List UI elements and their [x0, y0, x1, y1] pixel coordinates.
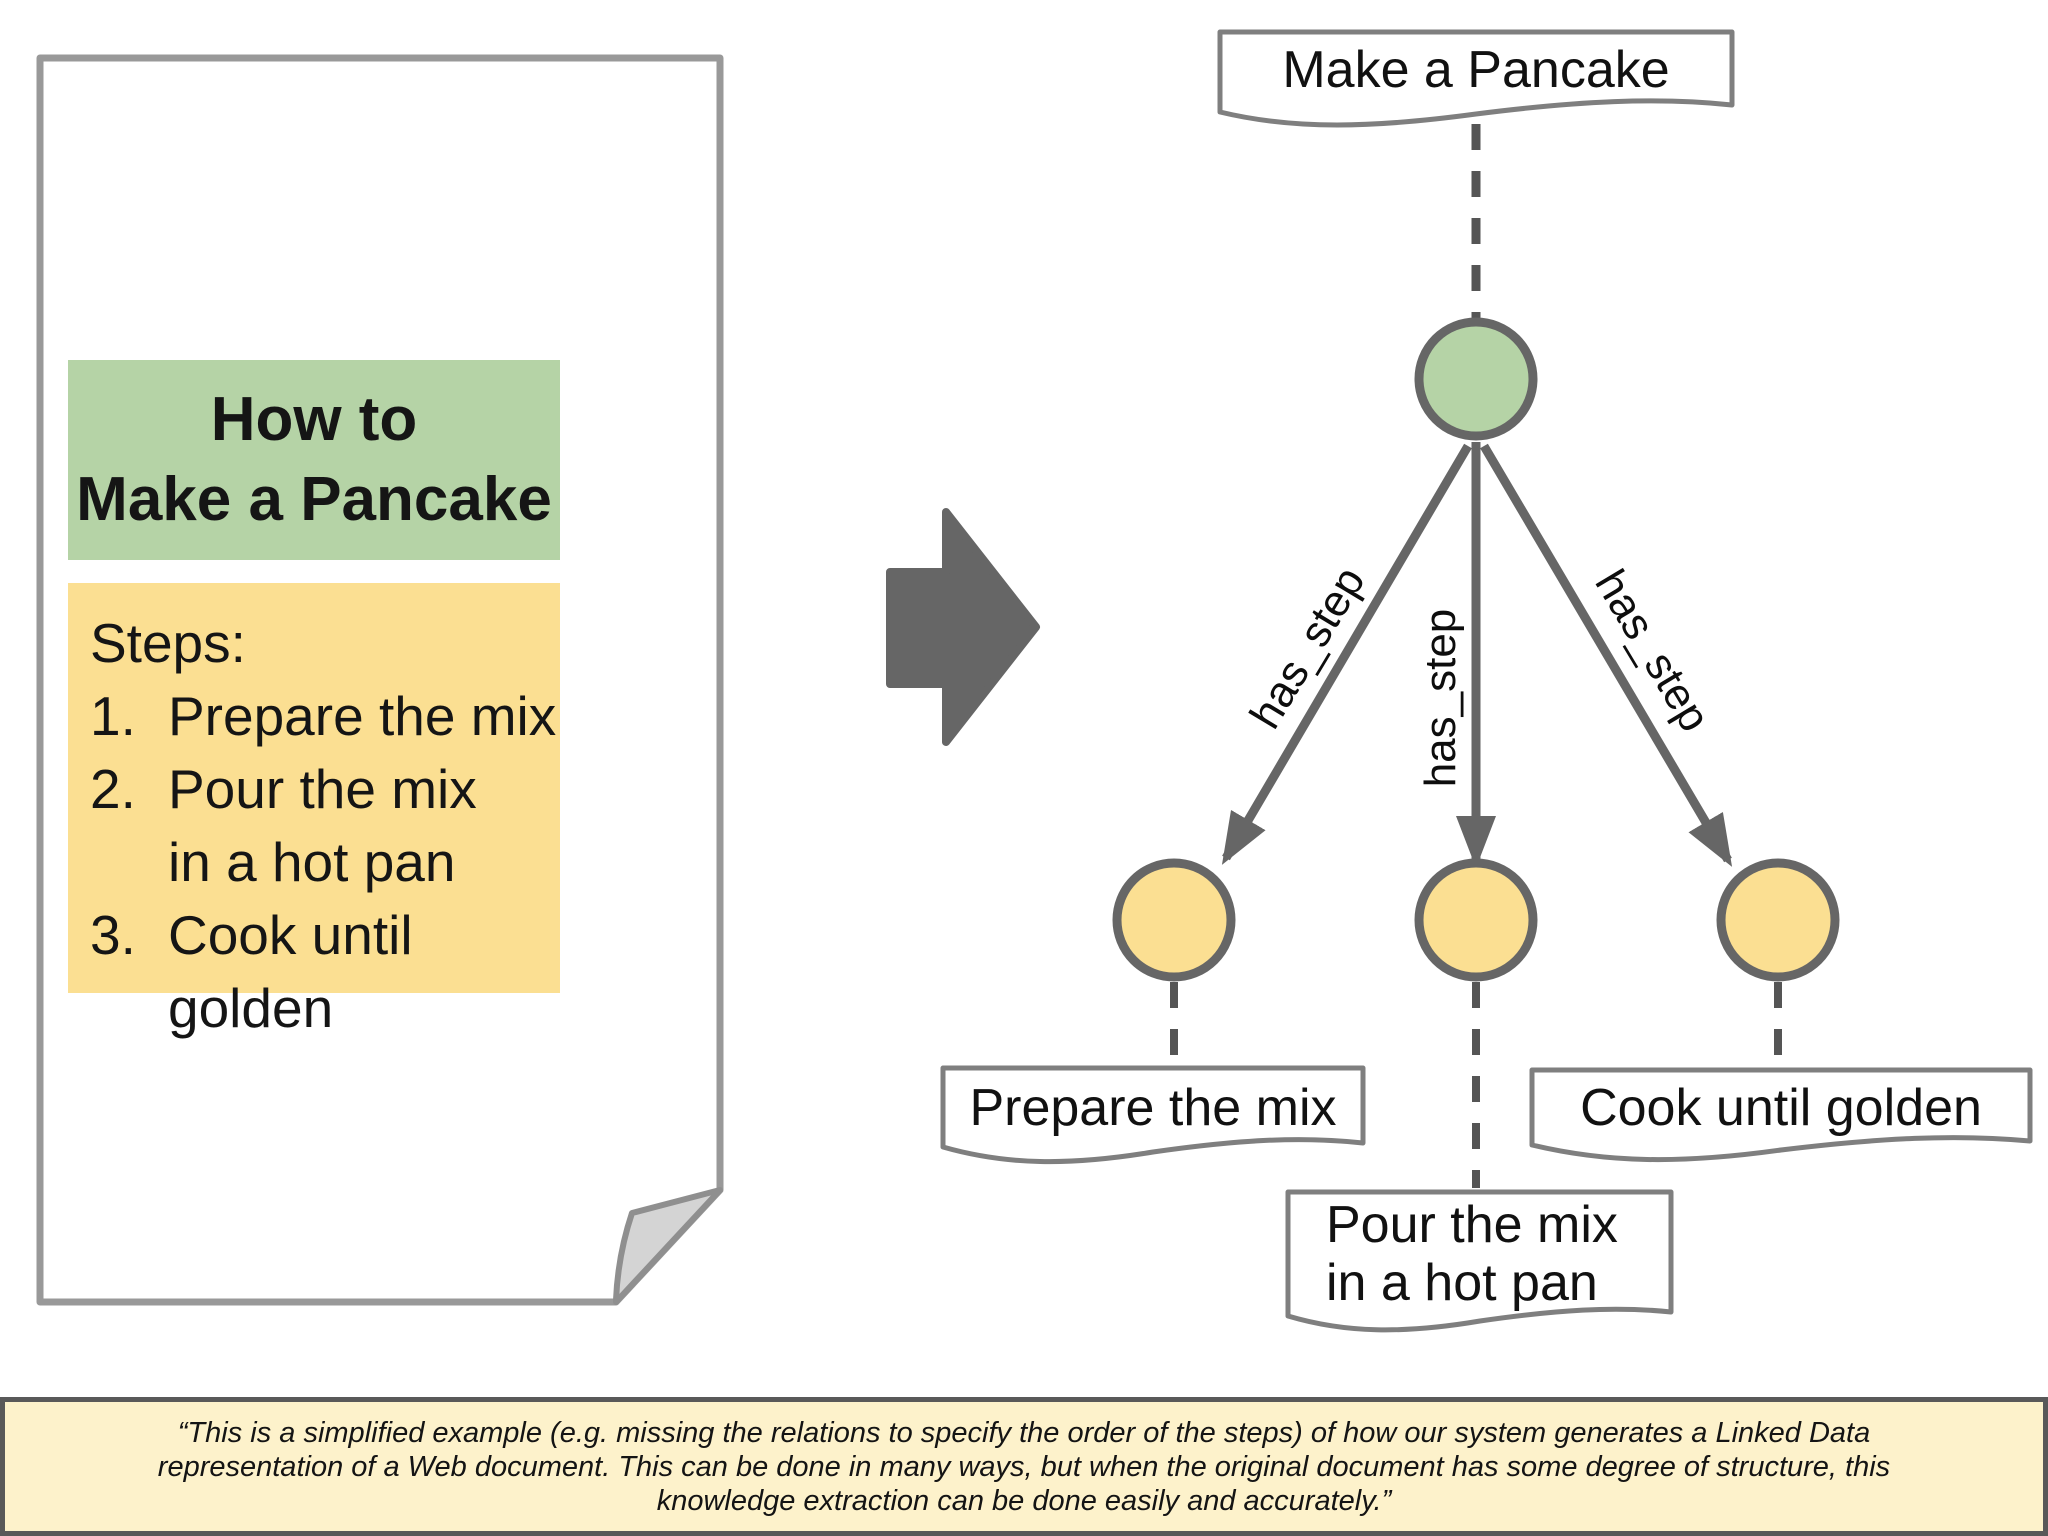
- page-fold-corner: [613, 1187, 723, 1305]
- step-node-right: [1716, 858, 1840, 982]
- transform-arrow-icon: [886, 508, 1040, 746]
- step-node-label-line: Pour the mix: [1326, 1196, 1618, 1254]
- caption-line: “This is a simplified example (e.g. miss…: [177, 1416, 1871, 1449]
- root-label-box: [1217, 29, 1735, 128]
- step-node-label-middle: Pour the mix in a hot pan: [1288, 1192, 1671, 1316]
- step2-label-box: [1285, 1189, 1674, 1333]
- doc-title-line: How to: [210, 385, 418, 454]
- step-list-item: 1. Prepare the mix: [68, 680, 560, 753]
- step-list-item: 2. Pour the mix: [68, 753, 560, 826]
- step1-label-box: [940, 1065, 1366, 1165]
- step-node-label-line: in a hot pan: [1326, 1254, 1598, 1312]
- root-node: [1414, 317, 1538, 441]
- step-text: Pour the mix: [168, 758, 477, 820]
- doc-title-highlight: How to Make a Pancake: [68, 360, 560, 560]
- caption-line: representation of a Web document. This c…: [157, 1450, 1891, 1483]
- steps-heading: Steps:: [90, 612, 246, 674]
- doc-steps-highlight: Steps: 1. Prepare the mix 2. Pour the mi…: [68, 583, 560, 1039]
- caption-line: knowledge extraction can be done easily …: [656, 1484, 1392, 1517]
- step-node-label-right: Cook until golden: [1580, 1078, 1982, 1137]
- edge-arrow-left: [1221, 443, 1472, 865]
- edge-arrow-right: [1480, 443, 1733, 867]
- edge-label-has-step: has_step: [1416, 608, 1465, 788]
- step-node-label-left: Prepare the mix: [969, 1078, 1337, 1137]
- step-list-item-continuation: in a hot pan: [68, 826, 560, 899]
- step3-label-box: [1529, 1067, 2033, 1163]
- step-node-left: [1112, 858, 1236, 982]
- root-node-label: Make a Pancake: [1282, 41, 1670, 99]
- step-text: Prepare the mix: [168, 685, 557, 747]
- step-node-middle: [1414, 858, 1538, 982]
- step-number: [68, 826, 168, 899]
- step-number: 2.: [90, 758, 136, 820]
- step-list-item: 3. Cook until golden: [68, 899, 560, 1045]
- step-number: 3.: [90, 904, 136, 966]
- step-text: in a hot pan: [168, 831, 456, 893]
- step-number: 1.: [90, 685, 136, 747]
- step-text: Cook until golden: [168, 904, 413, 1039]
- doc-title-line: Make a Pancake: [76, 465, 552, 534]
- caption-banner: “This is a simplified example (e.g. miss…: [0, 1397, 2048, 1536]
